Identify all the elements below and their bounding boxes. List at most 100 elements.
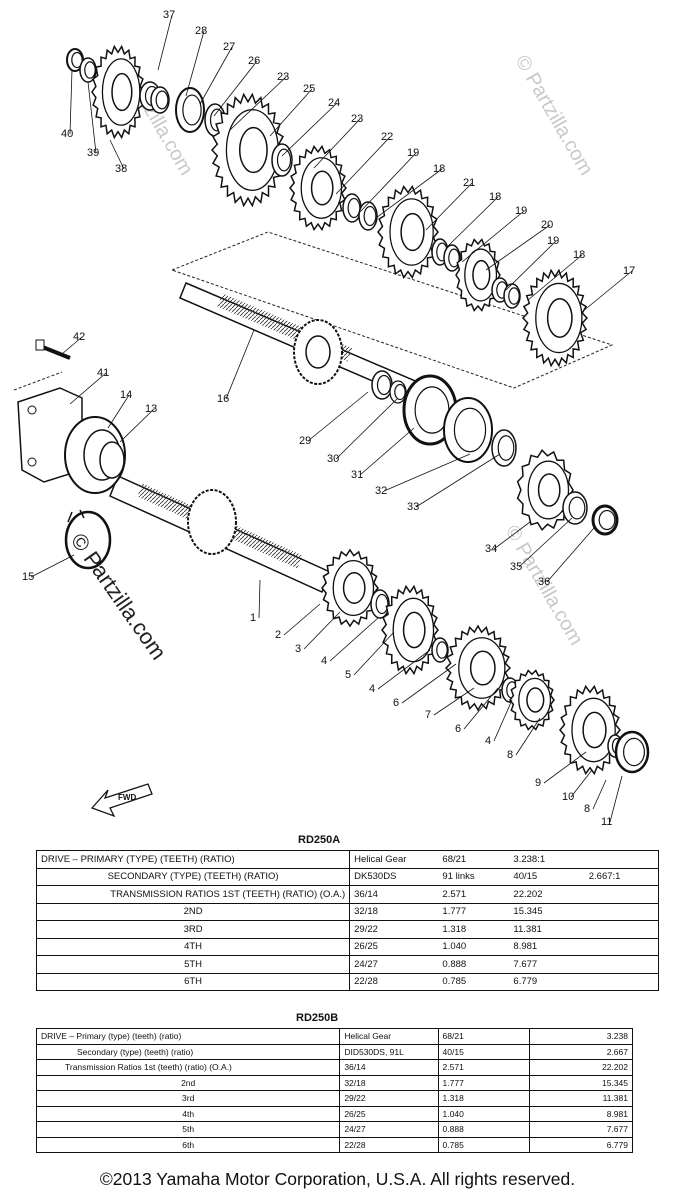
- leader-line: [518, 517, 573, 568]
- cell-b: 0.888: [438, 955, 510, 974]
- circlip: [503, 283, 521, 309]
- cell-a: 26/25: [339, 1105, 439, 1122]
- cell-a: Helical Gear: [339, 1028, 439, 1045]
- cell-c: 6.779: [509, 972, 585, 991]
- leader-line: [592, 779, 607, 810]
- cell-a: 32/18: [349, 902, 439, 921]
- callout-number: 24: [328, 97, 340, 109]
- upper-shaft: [179, 282, 422, 399]
- row-label: SECONDARY (TYPE) (TEETH) (RATIO): [35, 867, 351, 886]
- callout-number: 9: [535, 777, 541, 789]
- leader-line: [30, 554, 75, 578]
- cell-b: 1.318: [438, 920, 510, 939]
- row-label: DRIVE – PRIMARY (TYPE) (TEETH) (RATIO): [35, 850, 351, 869]
- cell-a: 26/25: [349, 937, 439, 956]
- cell-d: [584, 885, 659, 904]
- cell-a: 24/27: [349, 955, 439, 974]
- leader-line: [546, 527, 595, 583]
- washer: [271, 143, 293, 177]
- leader-line: [335, 136, 391, 195]
- leader-line: [335, 397, 399, 460]
- callout-number: 18: [573, 249, 585, 261]
- nut: [591, 504, 619, 536]
- cell-b: 40/15: [437, 1043, 530, 1060]
- cell-c: 8.981: [528, 1105, 634, 1122]
- row-label: 4th: [35, 1105, 341, 1122]
- rd250a-spec-table: DRIVE – PRIMARY (TYPE) (TEETH) (RATIO)He…: [35, 850, 659, 991]
- cell-c: 8.981: [509, 937, 585, 956]
- leader-line: [303, 611, 341, 650]
- cell-a: 29/22: [339, 1090, 439, 1107]
- leader-line: [329, 617, 379, 662]
- gear: [559, 684, 621, 776]
- leader-line: [447, 196, 499, 247]
- cell-a: Helical Gear: [349, 850, 439, 869]
- leader-line: [505, 240, 557, 291]
- callout-number: 11: [601, 816, 612, 828]
- cell-b: 0.888: [437, 1121, 530, 1138]
- callout-number: 14: [120, 389, 132, 401]
- row-label: 4TH: [35, 937, 351, 956]
- callout-number: 7: [425, 709, 431, 721]
- cell-b: 0.785: [437, 1136, 530, 1153]
- leader-line: [401, 663, 457, 704]
- washer: [370, 589, 390, 619]
- gear: [321, 548, 379, 628]
- washer: [150, 86, 170, 114]
- leader-line: [69, 372, 107, 405]
- callout-number: 32: [375, 485, 387, 497]
- cell-b: 1.318: [437, 1090, 530, 1107]
- leader-line: [229, 76, 287, 131]
- table-row: Secondary (type) (teeth) (ratio)DID530DS…: [35, 1043, 634, 1060]
- row-label: 2nd: [35, 1074, 341, 1091]
- leader-line: [87, 81, 97, 154]
- cell-a: DK530DS: [349, 867, 439, 886]
- callout-number: 4: [321, 655, 327, 667]
- leader-line: [377, 649, 431, 690]
- circlip: [64, 509, 112, 570]
- needle-bearing: [614, 730, 650, 774]
- fwd-label: FWD: [118, 793, 136, 802]
- cell-a: 36/14: [349, 885, 439, 904]
- gear: [444, 624, 512, 712]
- callout-number: 5: [345, 669, 351, 681]
- callout-number: 40: [61, 128, 73, 140]
- leader-line: [69, 69, 73, 135]
- leader-line: [119, 408, 155, 443]
- callout-number: 8: [507, 749, 513, 761]
- cell-b: 2.571: [437, 1059, 530, 1076]
- leader-line: [543, 751, 587, 784]
- gear: [289, 144, 347, 232]
- cell-c: 22.202: [509, 885, 585, 904]
- callout-number: 26: [248, 55, 260, 67]
- callout-number: 35: [510, 561, 522, 573]
- callout-number: 8: [584, 803, 590, 815]
- leader-line: [281, 102, 338, 157]
- leader-line: [353, 631, 395, 676]
- circlip: [66, 48, 84, 72]
- washer: [371, 370, 393, 400]
- cell-b: 91 links: [438, 867, 510, 886]
- cell-d: [584, 937, 659, 956]
- leader-line: [258, 579, 261, 619]
- leader-line: [359, 427, 415, 476]
- cell-a: 32/18: [339, 1074, 439, 1091]
- leader-line: [199, 46, 233, 105]
- bolt: [35, 339, 71, 360]
- circlip: [443, 244, 461, 272]
- row-label: TRANSMISSION RATIOS 1ST (TEETH) (RATIO) …: [35, 885, 351, 904]
- table-row: Transmission Ratios 1st (teeth) (ratio) …: [35, 1059, 634, 1076]
- leader-line: [485, 224, 551, 271]
- table-row: DRIVE – PRIMARY (TYPE) (TEETH) (RATIO)He…: [35, 850, 659, 869]
- cell-b: 1.777: [438, 902, 510, 921]
- cell-c: 15.345: [528, 1074, 634, 1091]
- washer: [431, 637, 449, 663]
- leader-line: [109, 139, 125, 170]
- callout-number: 18: [489, 191, 501, 203]
- cell-b: 1.777: [437, 1074, 530, 1091]
- leader-line: [375, 168, 443, 219]
- cell-d: 2.667:1: [584, 867, 659, 886]
